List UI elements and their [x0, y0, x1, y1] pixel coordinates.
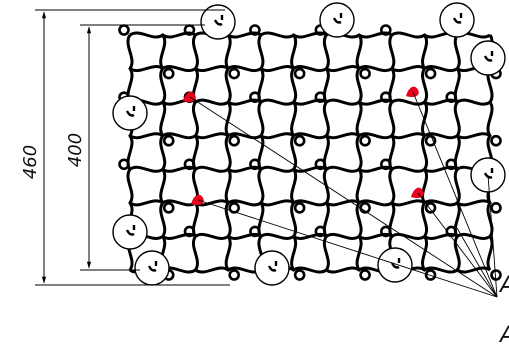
- tile-knob: [249, 24, 261, 36]
- highlight-marker: [411, 187, 424, 199]
- leader-line: [417, 192, 498, 298]
- highlighted-tiles: [183, 86, 424, 206]
- leader-label-top: A: [498, 273, 509, 298]
- tile-knob: [183, 158, 196, 171]
- tile-knob: [359, 269, 371, 281]
- outer-dimension-label: 460: [20, 145, 41, 179]
- leader-lines: [189, 91, 498, 298]
- highlight-marker: [406, 86, 419, 98]
- tile-knob: [293, 67, 306, 80]
- tile-knob: [314, 91, 327, 103]
- tile-knob: [118, 158, 130, 171]
- tile-knob: [424, 134, 437, 147]
- tile-knob: [228, 202, 240, 214]
- tile-knob: [380, 158, 392, 171]
- tile-edge-vertical: [224, 34, 232, 271]
- tile-knob: [445, 158, 458, 171]
- tile-edge-horizontal: [129, 199, 491, 207]
- tile-edge-vertical: [290, 34, 298, 271]
- tile-knob: [118, 24, 130, 36]
- tile-edge-horizontal: [129, 31, 491, 39]
- outer-dimension: 460: [20, 9, 230, 286]
- tile-edge-vertical: [421, 34, 429, 271]
- tile-edge-vertical: [159, 34, 167, 271]
- tile-knob: [293, 134, 306, 147]
- tile-knob: [490, 134, 502, 147]
- tile-edge-horizontal: [129, 65, 491, 73]
- border-circle: [439, 2, 475, 38]
- tile-knob: [162, 202, 175, 214]
- tile-knob: [359, 67, 371, 80]
- border-circles: [112, 2, 506, 286]
- tile-knob: [424, 269, 437, 281]
- leader-line: [197, 199, 498, 298]
- tile-knob: [293, 202, 306, 214]
- tile-edge-vertical: [355, 34, 363, 271]
- tile-knob: [228, 67, 240, 80]
- border-circle: [319, 2, 355, 38]
- tile-knob: [249, 91, 261, 103]
- tile-knob: [424, 67, 437, 80]
- tile-knob: [314, 225, 327, 238]
- tile-knob: [162, 134, 175, 147]
- tile-knob: [380, 225, 392, 238]
- leader-label-bottom: A: [498, 323, 509, 348]
- tile-knob: [359, 134, 371, 147]
- tile-knob: [228, 134, 240, 147]
- inner-dimension: 400: [65, 24, 205, 271]
- tile-knob: [249, 158, 261, 171]
- leader-line: [189, 96, 498, 298]
- puzzle-tiling: [118, 24, 502, 281]
- border-circle: [200, 4, 236, 40]
- tile-knob: [314, 158, 327, 171]
- border-circle: [254, 250, 290, 286]
- border-circle: [112, 214, 148, 250]
- leader-line: [412, 91, 498, 298]
- leader-line: [487, 174, 498, 298]
- tile-knob: [380, 91, 392, 103]
- border-circle: [134, 250, 170, 286]
- tile-knob: [249, 225, 261, 238]
- tile-knob: [490, 202, 502, 214]
- inner-dimension-label: 400: [65, 133, 86, 167]
- tile-knob: [445, 91, 458, 103]
- tile-knob: [183, 225, 196, 238]
- tile-knob: [293, 269, 306, 281]
- highlight-marker: [183, 91, 196, 103]
- highlight-marker: [191, 194, 204, 206]
- tile-knob: [424, 202, 437, 214]
- tile-edge-horizontal: [129, 165, 491, 173]
- tile-edge-horizontal: [129, 132, 491, 140]
- tile-knob: [162, 67, 175, 80]
- leader-line: [456, 227, 498, 298]
- tile-knob: [228, 269, 240, 281]
- tile-edge-horizontal: [129, 266, 491, 274]
- border-circle: [470, 40, 506, 76]
- tile-knob: [380, 24, 392, 36]
- border-circle: [112, 95, 148, 131]
- border-circle: [377, 247, 413, 283]
